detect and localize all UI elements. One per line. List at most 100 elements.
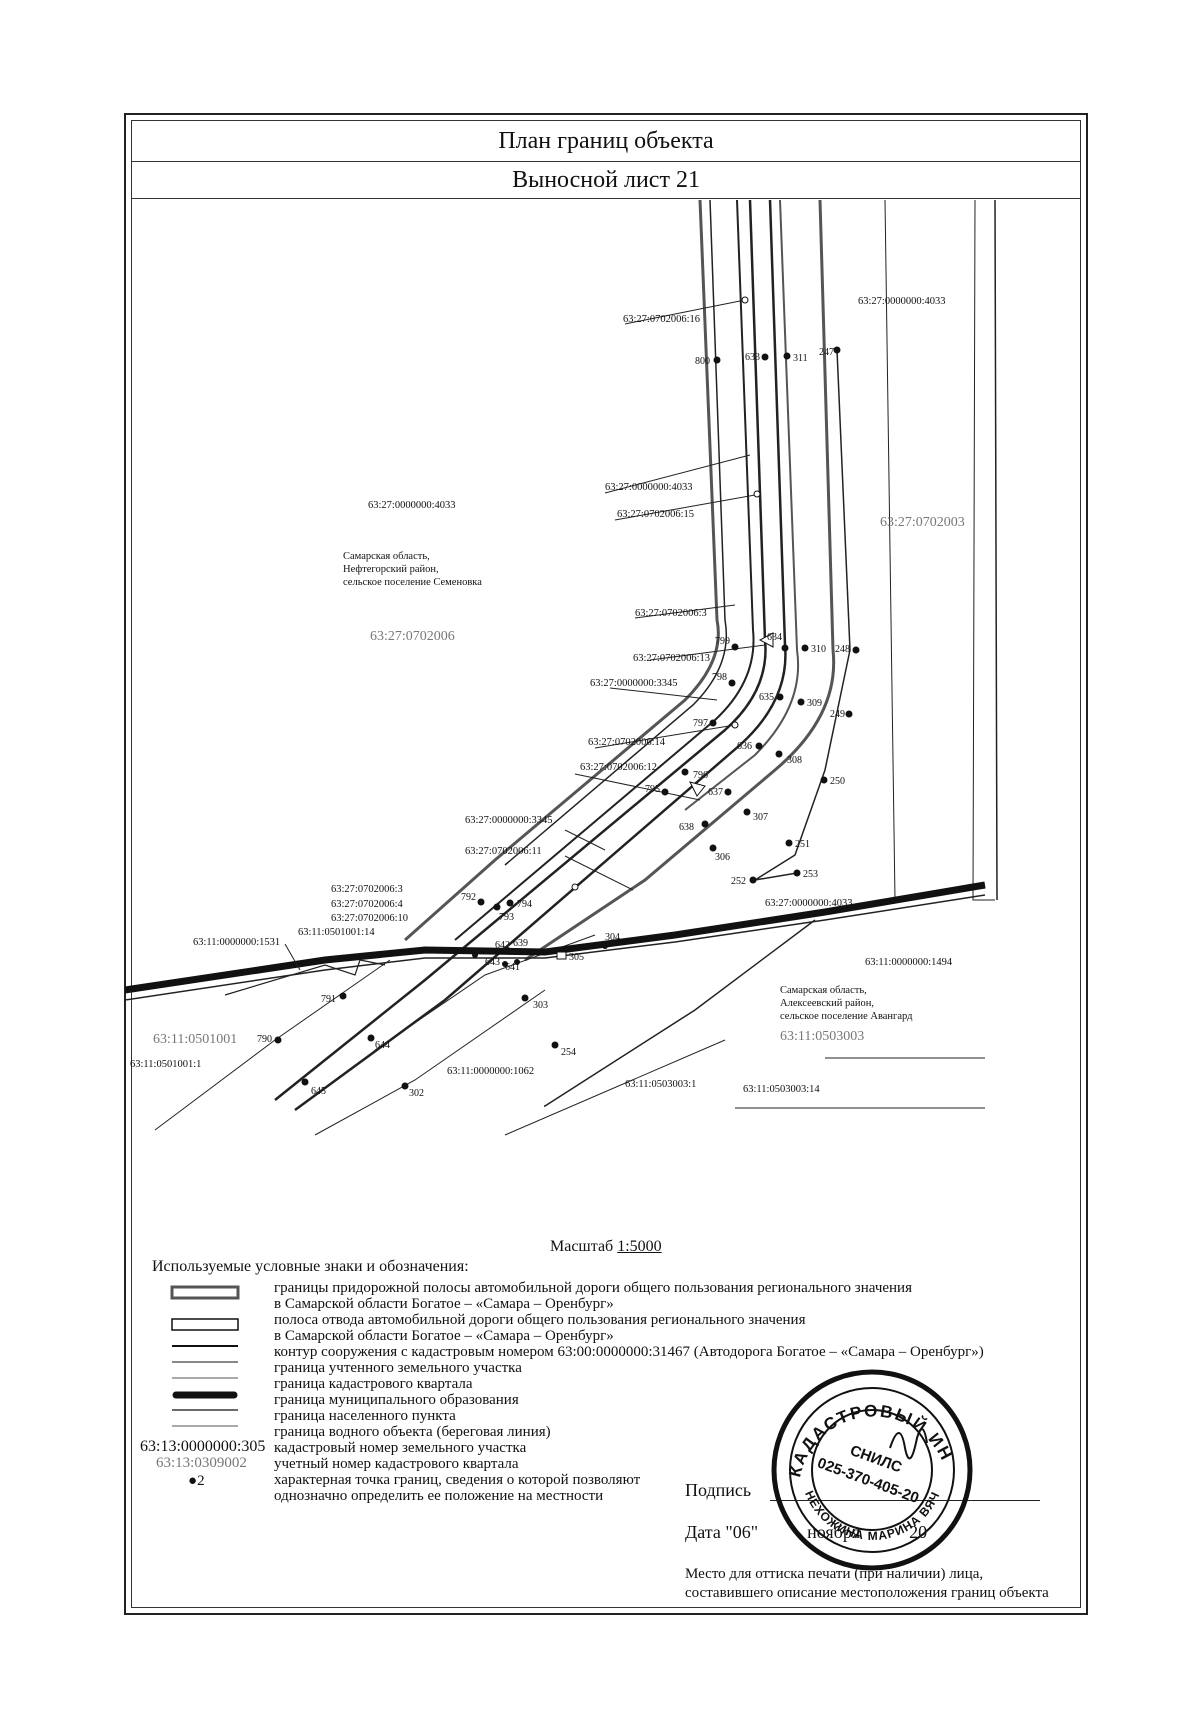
point-643 (502, 961, 508, 967)
label-p12: 63:27:0702006:12 (580, 762, 657, 773)
pt-796: 796 (693, 770, 708, 781)
label-p0503003-14: 63:11:0503003:14 (743, 1084, 820, 1095)
pt-636: 636 (737, 741, 752, 752)
point-303 (521, 994, 529, 1002)
pt-253: 253 (803, 869, 818, 880)
quarter-boundary-right-2 (994, 200, 998, 901)
pt-643: 643 (485, 957, 500, 968)
pt-641: 641 (505, 962, 520, 973)
symbol-roadside-strip (170, 1285, 240, 1300)
region-line-1: Самарская область, (343, 551, 430, 562)
leader-15 (614, 494, 756, 521)
label-q4033-right: 63:27:0000000:4033 (765, 898, 853, 909)
point-308 (775, 750, 783, 758)
road-strip-inner-left (504, 200, 728, 866)
point-645 (301, 1078, 309, 1086)
pt-305: 305 (569, 952, 584, 963)
point-636 (755, 742, 763, 750)
pt-254: 254 (561, 1047, 576, 1058)
point-248 (852, 646, 860, 654)
legend-item-7: граница кадастрового квартала (274, 1376, 473, 1392)
region2-line-3: сельское поселение Авангард (780, 1011, 913, 1022)
label-p10: 63:27:0702006:10 (331, 913, 408, 924)
point-791 (339, 992, 347, 1000)
point-638 (701, 820, 709, 828)
pt-251: 251 (795, 839, 810, 850)
point-dot-icon: ● (188, 1473, 198, 1489)
scale: Масштаб 1:5000 (550, 1238, 662, 1256)
pt-798: 798 (712, 672, 727, 683)
label-q4033-mid: 63:27:0000000:4033 (605, 482, 693, 493)
legend-item-1: границы придорожной полосы автомобильной… (274, 1280, 912, 1296)
legend-heading: Используемые условные знаки и обозначени… (152, 1258, 469, 1275)
scale-value: 1:5000 (617, 1238, 662, 1255)
open-point-16 (741, 296, 749, 304)
label-p3b: 63:27:0702006:3 (331, 884, 403, 895)
pt-799: 799 (715, 636, 730, 647)
point-796 (681, 768, 689, 776)
pt-791: 791 (321, 994, 336, 1005)
pt-634: 634 (767, 632, 782, 643)
region2-line-2: Алексеевский район, (780, 998, 874, 1009)
label-p0501001-1: 63:11:0501001:1 (130, 1059, 201, 1070)
label-q1494: 63:11:0000000:1494 (865, 957, 953, 968)
pt-637: 637 (708, 787, 723, 798)
point-247 (833, 346, 841, 354)
point-794 (506, 899, 514, 907)
parcel-line-302 (314, 989, 546, 1136)
leader-1531 (284, 943, 301, 971)
page-title: План границ объекта (132, 121, 1080, 162)
legend-sample-quarter: 63:13:0309002 (156, 1455, 247, 1471)
symbol-right-of-way (171, 1318, 239, 1331)
municipal-boundary-edge (125, 894, 986, 1001)
legend-item-9: граница населенного пункта (274, 1408, 456, 1424)
triangle-marker-2 (689, 781, 706, 797)
point-634 (781, 644, 789, 652)
pt-639: 639 (513, 938, 528, 949)
pt-308: 308 (787, 755, 802, 766)
legend: Масштаб 1:5000 Используемые условные зна… (132, 1238, 1082, 1608)
road-contour-right (294, 200, 787, 1112)
label-p16: 63:27:0702006:16 (623, 314, 700, 325)
pt-249: 249 (830, 709, 845, 720)
pt-252: 252 (731, 876, 746, 887)
pt-638: 638 (679, 822, 694, 833)
date-month: ноября (807, 1522, 861, 1542)
label-q3345-b: 63:27:0000000:3345 (465, 815, 553, 826)
leader-14 (594, 724, 736, 749)
region-line-2: Нефтегорский район, (343, 564, 439, 575)
label-p13: 63:27:0702006:13 (633, 653, 710, 664)
legend-item-5: контур сооружения с кадастровым номером … (274, 1344, 984, 1360)
open-point-14 (731, 721, 739, 729)
pt-642: 642 (495, 940, 510, 951)
engineer-stamp: КАДАСТРОВЫЙ ИНЖЕНЕР НЕХОЖИНА МАРИНА ВЯЧЕ… (770, 1368, 973, 1571)
point-250 (820, 776, 828, 784)
road-strip-outer-right (524, 200, 836, 962)
point-307 (743, 808, 751, 816)
leader-13 (649, 644, 766, 661)
region2-line-1: Самарская область, (780, 985, 867, 996)
point-310 (801, 644, 809, 652)
parcel-line-254 (544, 919, 816, 1108)
point-252 (749, 876, 757, 884)
stamp-place-line-2: составившего описание местоположения гра… (685, 1585, 1049, 1601)
quarter-boundary-right-3 (884, 200, 896, 901)
point-639 (517, 949, 523, 955)
parcel-boundary-247-253 (754, 349, 851, 881)
point-635 (776, 693, 784, 701)
point-800 (713, 356, 721, 364)
point-790 (274, 1036, 282, 1044)
point-249 (845, 710, 853, 718)
legend-symbols (170, 1285, 240, 1427)
parcel-line-0503003 (504, 1039, 726, 1136)
point-799 (731, 643, 739, 651)
stamp-place-line-1: Место для оттиска печати (при наличии) л… (685, 1566, 984, 1582)
pt-306: 306 (715, 852, 730, 863)
point-792 (477, 898, 485, 906)
pt-309: 309 (807, 698, 822, 709)
legend-item-14: однозначно определить ее положение на ме… (274, 1488, 604, 1504)
date-label: Дата (685, 1522, 721, 1542)
point-641 (514, 959, 520, 965)
signature-label: Подпись (685, 1480, 752, 1500)
pt-792: 792 (461, 892, 476, 903)
